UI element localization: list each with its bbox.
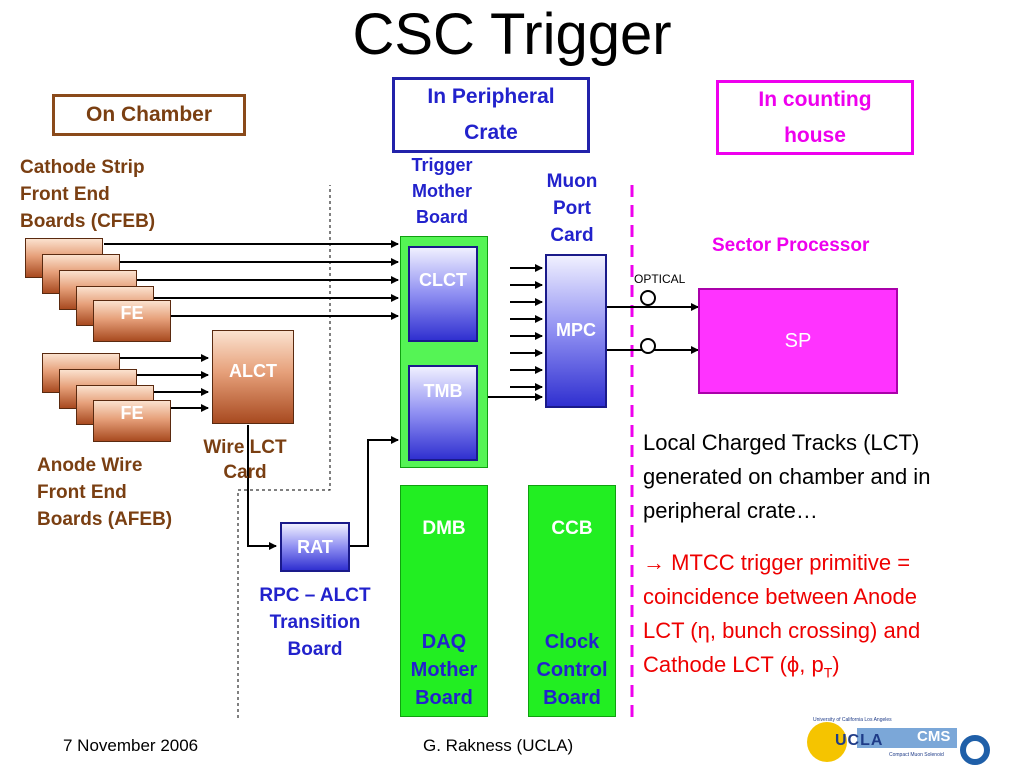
page-title: CSC Trigger [352, 2, 672, 67]
ucla-cms-logo: University of California Los Angeles UCL… [805, 712, 995, 766]
footer-author: G. Rakness (UCLA) [423, 736, 574, 755]
cms-sub-text: Compact Muon Solenoid [889, 752, 944, 758]
optical-connector-2 [640, 338, 656, 354]
ccb-description: Clock Control Board [536, 631, 608, 709]
cfeb-label: Cathode Strip Front End Boards (CFEB) [20, 157, 156, 232]
rpc-alct-label: RPC – ALCT Transition Board [259, 585, 371, 660]
dmb-description: DAQ Mother Board [410, 631, 478, 709]
afeb-fe-card: FE [93, 400, 171, 442]
rat-board: RAT [280, 522, 350, 572]
clct-module: CLCT [408, 246, 478, 342]
cms-text: CMS [917, 728, 951, 745]
optical-label: OPTICAL [634, 272, 686, 286]
alct-board: ALCT [212, 330, 294, 424]
counting-house-label: In counting house [716, 80, 914, 155]
footer-date: 7 November 2006 [63, 736, 199, 755]
wire-lct-card-label: Wire LCT Card [203, 437, 287, 483]
ccb-label: CCB [551, 518, 593, 539]
sector-processor-label: Sector Processor [712, 235, 870, 256]
ccb-board [528, 485, 616, 717]
mpc-module: MPC [545, 254, 607, 408]
logo-graphic [807, 722, 990, 765]
ucla-text: UCLA [835, 732, 884, 749]
dmb-board [400, 485, 488, 717]
cfeb-fe-card: FE [93, 300, 171, 342]
sp-module: SP [698, 288, 898, 394]
muon-port-card-label: Muon Port Card [546, 171, 598, 246]
mtcc-description: → MTCC trigger primitive = coincidence b… [643, 550, 921, 681]
afeb-label: Anode Wire Front End Boards (AFEB) [37, 455, 173, 530]
on-chamber-boundary [237, 185, 331, 718]
trigger-mother-board-label: Trigger Mother Board [411, 155, 473, 227]
on-chamber-label: On Chamber [52, 94, 246, 136]
peripheral-crate-label: In Peripheral Crate [392, 77, 590, 153]
ucla-small-text: University of California Los Angeles [813, 717, 892, 723]
lct-description: Local Charged Tracks (LCT) generated on … [643, 430, 931, 523]
optical-connector-1 [640, 290, 656, 306]
tmb-module: TMB [408, 365, 478, 461]
dmb-label: DMB [422, 518, 466, 539]
